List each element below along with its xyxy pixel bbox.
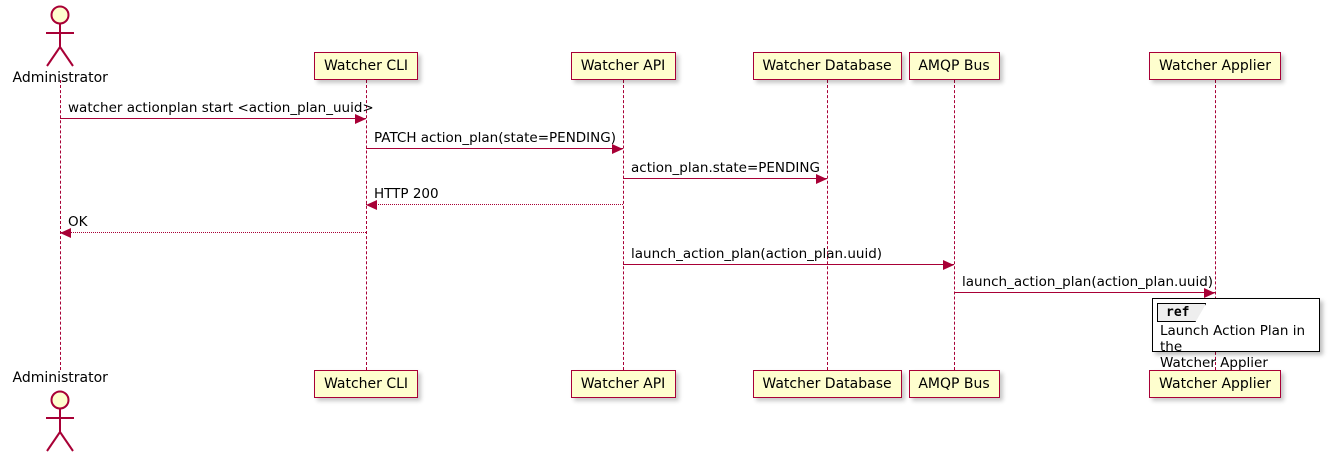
participant-box-watcher-database[interactable]: Watcher Database: [752, 52, 902, 80]
message-line-4: [60, 232, 366, 233]
lifeline-amqp-bus: [954, 80, 955, 370]
ref-fragment-text: Launch Action Plan in the Watcher Applie…: [1160, 323, 1306, 371]
participant-box-watcher-api[interactable]: Watcher API: [570, 52, 676, 80]
message-arrowhead-2: [816, 173, 827, 184]
message-label-4: OK: [68, 214, 88, 230]
participant-box-watcher-applier[interactable]: Watcher Applier: [1149, 52, 1281, 80]
message-arrowhead-1: [612, 143, 623, 154]
message-arrowhead-4: [60, 227, 71, 238]
message-arrowhead-3: [366, 199, 377, 210]
message-line-5: [623, 264, 954, 265]
participant-box-bottom-watcher-database[interactable]: Watcher Database: [752, 370, 902, 398]
message-line-2: [623, 178, 827, 179]
message-label-2: action_plan.state=PENDING: [631, 160, 820, 176]
ref-fragment-tab: ref: [1157, 303, 1206, 322]
participant-box-bottom-watcher-applier[interactable]: Watcher Applier: [1149, 370, 1281, 398]
message-line-1: [366, 148, 623, 149]
lifeline-watcher-cli: [366, 80, 367, 370]
participant-box-bottom-amqp-bus[interactable]: AMQP Bus: [908, 370, 1000, 398]
actor-figure-bottom-administrator: [46, 390, 74, 452]
message-arrowhead-6: [1204, 287, 1215, 298]
lifeline-administrator: [60, 80, 61, 370]
message-arrowhead-0: [355, 113, 366, 124]
participant-box-amqp-bus[interactable]: AMQP Bus: [908, 52, 1000, 80]
message-line-3: [366, 204, 623, 205]
message-label-5: launch_action_plan(action_plan.uuid): [631, 246, 883, 262]
message-line-0: [60, 118, 366, 119]
lifeline-watcher-database: [827, 80, 828, 370]
participant-box-bottom-watcher-api[interactable]: Watcher API: [570, 370, 676, 398]
lifeline-watcher-applier: [1215, 80, 1216, 370]
lifeline-watcher-api: [623, 80, 624, 370]
actor-figure-administrator: [46, 5, 74, 67]
message-line-6: [954, 292, 1215, 293]
message-label-0: watcher actionplan start <action_plan_uu…: [68, 100, 374, 116]
participant-box-bottom-watcher-cli[interactable]: Watcher CLI: [314, 370, 418, 398]
message-label-3: HTTP 200: [374, 186, 439, 202]
participant-label-bottom-administrator: Administrator: [12, 370, 108, 386]
participant-label-administrator: Administrator: [12, 70, 108, 86]
participant-box-watcher-cli[interactable]: Watcher CLI: [314, 52, 418, 80]
message-arrowhead-5: [943, 259, 954, 270]
message-label-6: launch_action_plan(action_plan.uuid): [962, 274, 1214, 290]
message-label-1: PATCH action_plan(state=PENDING): [374, 130, 616, 146]
